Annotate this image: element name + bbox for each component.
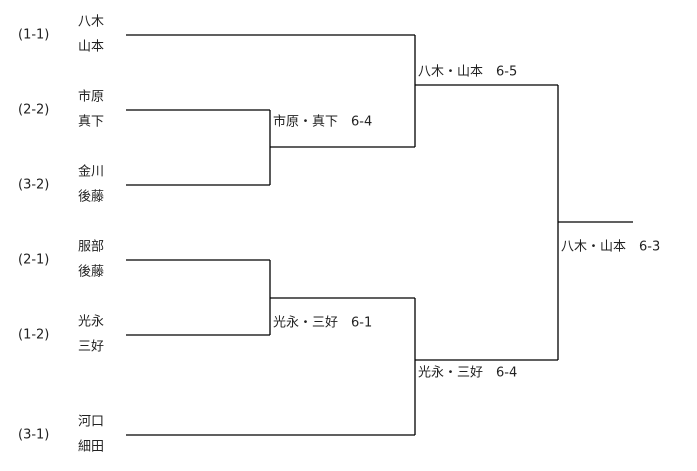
- player-name: 服部: [78, 240, 104, 255]
- result-r1-bottom: 光永・三好 6-1: [273, 316, 372, 331]
- player-name: 光永: [78, 315, 104, 330]
- seed-label: (1-1): [18, 28, 49, 43]
- result-semi-top: 八木・山本 6-5: [418, 65, 517, 80]
- bracket-lines: [126, 34, 633, 436]
- player-name: 細田: [78, 440, 104, 455]
- seed-label: (1-2): [18, 328, 49, 343]
- player-name: 後藤: [78, 265, 104, 280]
- player-name: 八木: [78, 15, 104, 30]
- seed-label: (3-1): [18, 428, 49, 443]
- result-final: 八木・山本 6-3: [561, 240, 660, 255]
- player-name: 金川: [78, 164, 104, 180]
- player-name: 山本: [78, 40, 104, 55]
- player-name: 後藤: [78, 190, 104, 205]
- player-name: 市原: [78, 89, 104, 105]
- seed-label: (3-2): [18, 178, 49, 193]
- result-semi-bottom: 光永・三好 6-4: [418, 366, 517, 381]
- player-name: 河口: [78, 415, 104, 430]
- seed-label: (2-1): [18, 253, 49, 268]
- player-name: 三好: [78, 340, 104, 355]
- player-name: 真下: [78, 115, 104, 130]
- result-r1-top: 市原・真下 6-4: [273, 114, 372, 130]
- seed-label: (2-2): [18, 103, 49, 118]
